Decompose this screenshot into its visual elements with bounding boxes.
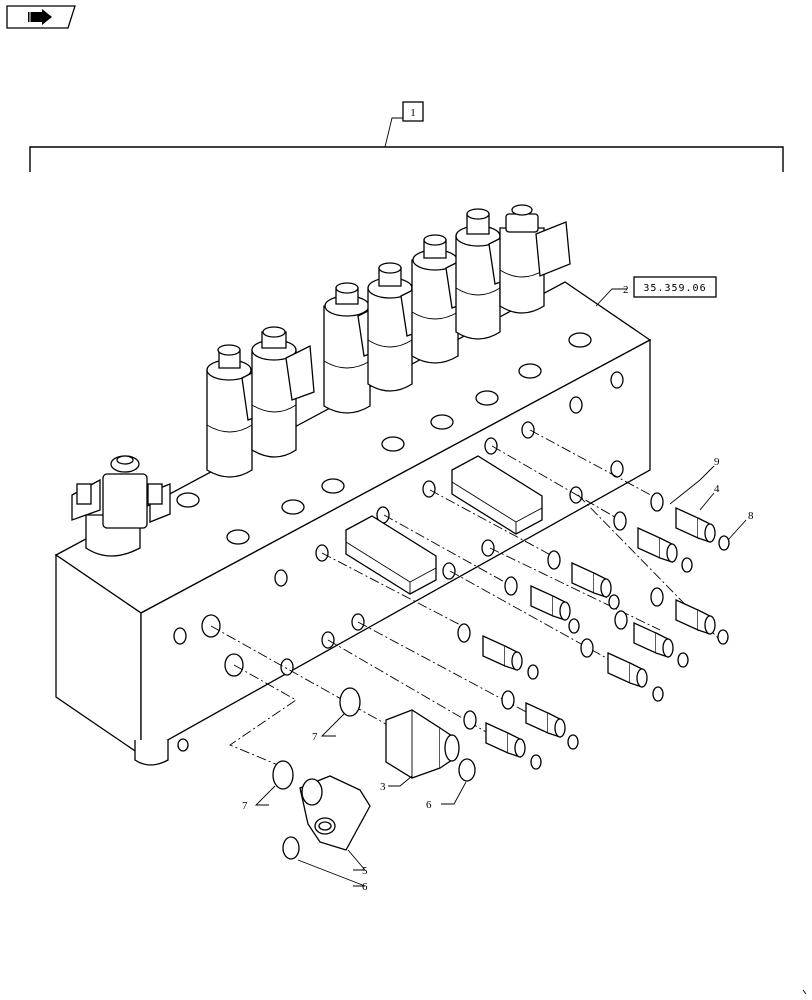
reference-label: 35.359.06	[643, 283, 706, 294]
callout-6a: 6	[426, 799, 432, 811]
side-face-ports	[173, 371, 624, 752]
top-face-ports	[176, 332, 592, 545]
large-fitting	[385, 709, 460, 779]
callout-2: 2	[623, 284, 629, 296]
solenoid-valve-7	[499, 204, 571, 314]
callout-8: 8	[748, 510, 754, 522]
callout-3: 3	[380, 781, 386, 793]
group-bracket: 1	[29, 101, 784, 172]
straight-fittings	[482, 506, 716, 758]
solenoid-valve-2	[251, 326, 315, 458]
callout-4: 4	[714, 483, 720, 495]
return-arrow-icon[interactable]	[6, 5, 76, 29]
callout-6b: 6	[362, 881, 368, 893]
reference-box[interactable]: 35.359.06	[633, 276, 717, 298]
group-label: 1	[410, 107, 416, 119]
corner-mark	[802, 989, 807, 995]
elbow-fitting	[299, 775, 371, 851]
callout-7a: 7	[312, 731, 318, 743]
callout-7b: 7	[242, 800, 248, 812]
solenoid-valve-front	[71, 455, 171, 557]
callout-9: 9	[714, 456, 720, 468]
callout-5: 5	[362, 865, 368, 877]
o-rings	[272, 492, 730, 860]
hex-plug-right	[451, 455, 543, 535]
hex-plug-left	[345, 515, 437, 595]
callout-leaders	[254, 288, 747, 887]
